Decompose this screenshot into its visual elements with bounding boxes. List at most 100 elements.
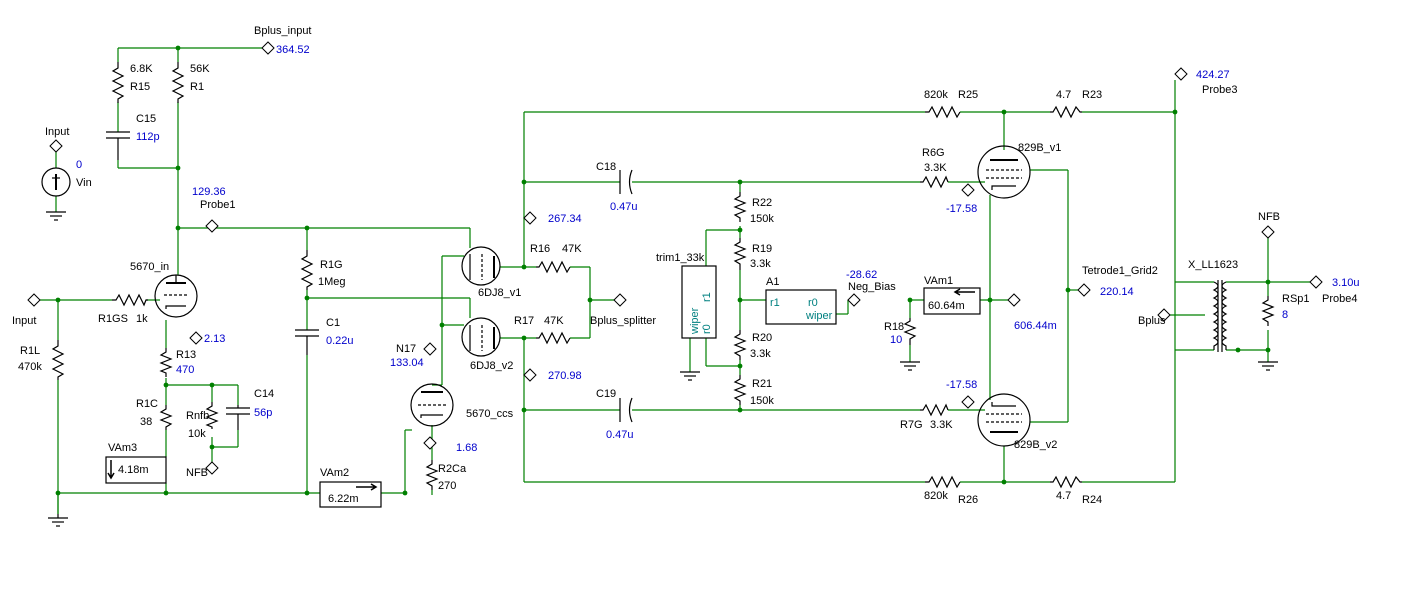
meter-vam2-name: VAm2 xyxy=(320,467,349,479)
r7g-value: 3.3K xyxy=(930,419,953,431)
amp-pin-out-a: r0 xyxy=(808,297,818,309)
r20-name: R20 xyxy=(752,332,772,344)
rnfb-name: Rnfb xyxy=(186,410,209,422)
probe-value-probe1: 129.36 xyxy=(192,186,226,198)
r1gs-name: R1GS xyxy=(98,313,128,325)
tube-829b-v2-name: 829B_v2 xyxy=(1014,439,1057,451)
transformer-x-ll1623 xyxy=(1212,280,1228,352)
source-value: 0 xyxy=(76,159,82,171)
probe-label-nfb-small: NFB xyxy=(186,467,208,479)
capacitor-c14 xyxy=(226,405,250,430)
probe-value-tetrode: 220.14 xyxy=(1100,286,1134,298)
resistor-r1c xyxy=(159,405,173,430)
probe-bplus-splitter-marker xyxy=(613,293,627,307)
r1-name: R1 xyxy=(190,81,204,93)
resistor-r16 xyxy=(536,260,571,274)
resistor-r2ca xyxy=(425,460,439,490)
probe-value-168: 1.68 xyxy=(456,442,477,454)
probe-probe3-marker xyxy=(1174,67,1188,81)
r1c-value: 38 xyxy=(140,416,152,428)
tube-6dj8-v2 xyxy=(461,317,501,357)
r19-value: 3.3k xyxy=(750,258,771,270)
source-name: Vin xyxy=(76,177,92,189)
r18-value: 10 xyxy=(890,334,902,346)
ground-symbol-r18 xyxy=(900,361,920,371)
meter-vam1-value: 60.64m xyxy=(928,300,965,312)
probe-value-bplus-input: 364.52 xyxy=(276,44,310,56)
meter-vam2-value: 6.22m xyxy=(328,493,359,505)
resistor-r17 xyxy=(536,331,571,345)
probe-g1-top-marker xyxy=(961,183,975,197)
r17-value: 47K xyxy=(544,315,564,327)
probe-value-60644: 606.44m xyxy=(1014,320,1057,332)
probe-label-probe3: Probe3 xyxy=(1202,84,1237,96)
probe-value-n17: 133.04 xyxy=(390,357,424,369)
resistor-r26 xyxy=(925,475,961,489)
meter-vam3-arrow xyxy=(107,460,115,480)
c15-name: C15 xyxy=(136,113,156,125)
c14-value: 56p xyxy=(254,407,272,419)
ground-symbol-output xyxy=(1258,361,1278,371)
amp-pin-in: r1 xyxy=(770,297,780,309)
probe-60644-marker xyxy=(1007,293,1021,307)
probe-g1-bot-marker xyxy=(961,395,975,409)
tube-6dj8-v1 xyxy=(461,246,501,286)
resistor-rnfb xyxy=(205,402,219,429)
c1-name: C1 xyxy=(326,317,340,329)
probe-label-probe1: Probe1 xyxy=(200,199,235,211)
tube-829b-v1-name: 829B_v1 xyxy=(1018,142,1061,154)
tube-5670-in-name: 5670_in xyxy=(130,261,169,273)
c18-value: 0.47u xyxy=(610,201,638,213)
r6g-name: R6G xyxy=(922,147,945,159)
r16-name: R16 xyxy=(530,243,550,255)
r15-value: 6.8K xyxy=(130,63,153,75)
r22-name: R22 xyxy=(752,197,772,209)
probe-label-nfb-right: NFB xyxy=(1258,211,1280,223)
probe-26734-marker xyxy=(523,211,537,225)
resistor-rsp1 xyxy=(1261,296,1275,326)
trim-pin-r0: r0 xyxy=(701,324,713,334)
c19-value: 0.47u xyxy=(606,429,634,441)
capacitor-c1 xyxy=(295,329,319,355)
tube-5670-in xyxy=(154,274,198,318)
r25-name: R25 xyxy=(958,89,978,101)
resistor-r20 xyxy=(733,330,747,360)
probe-value-probe3: 424.27 xyxy=(1196,69,1230,81)
probe-input-left-marker xyxy=(27,293,41,307)
amp-pin-out-b: wiper xyxy=(805,310,833,322)
capacitor-c15 xyxy=(106,131,130,160)
r23-value: 4.7 xyxy=(1056,89,1071,101)
r6g-value: 3.3K xyxy=(924,162,947,174)
r21-name: R21 xyxy=(752,378,772,390)
probe-168-marker xyxy=(423,436,437,450)
probe-label-n17: N17 xyxy=(396,343,416,355)
meter-vam1-name: VAm1 xyxy=(924,275,953,287)
probe-value-g1-bot: -17.58 xyxy=(946,379,977,391)
resistor-r24 xyxy=(1050,475,1082,489)
meter-vam3-value: 4.18m xyxy=(118,464,149,476)
meter-vam3-box xyxy=(105,456,167,484)
r22-value: 150k xyxy=(750,213,774,225)
resistor-r22 xyxy=(733,192,747,222)
probe-bplus-input-marker xyxy=(261,41,275,55)
transformer-name: X_LL1623 xyxy=(1188,259,1238,271)
r1gs-value: 1k xyxy=(136,313,148,325)
ground-symbol-trim xyxy=(680,371,700,381)
probe-value-neg-bias: -28.62 xyxy=(846,269,877,281)
c1-value: 0.22u xyxy=(326,335,354,347)
r21-value: 150k xyxy=(750,395,774,407)
probe-label-tetrode: Tetrode1_Grid2 xyxy=(1082,265,1158,277)
voltage-source-vin xyxy=(41,167,71,197)
probe-value-213: 2.13 xyxy=(204,333,225,345)
ground-symbol-vin xyxy=(46,211,66,221)
amplifier-a1-box xyxy=(765,289,837,325)
c14-name: C14 xyxy=(254,388,274,400)
probe-input-top-marker xyxy=(49,139,63,153)
trim-pin-r1: r1 xyxy=(701,292,713,302)
r19-name: R19 xyxy=(752,243,772,255)
probe-probe4-marker xyxy=(1309,275,1323,289)
probe-n17-marker xyxy=(423,342,437,356)
r26-value: 820k xyxy=(924,490,948,502)
probe-27098-marker xyxy=(523,368,537,382)
